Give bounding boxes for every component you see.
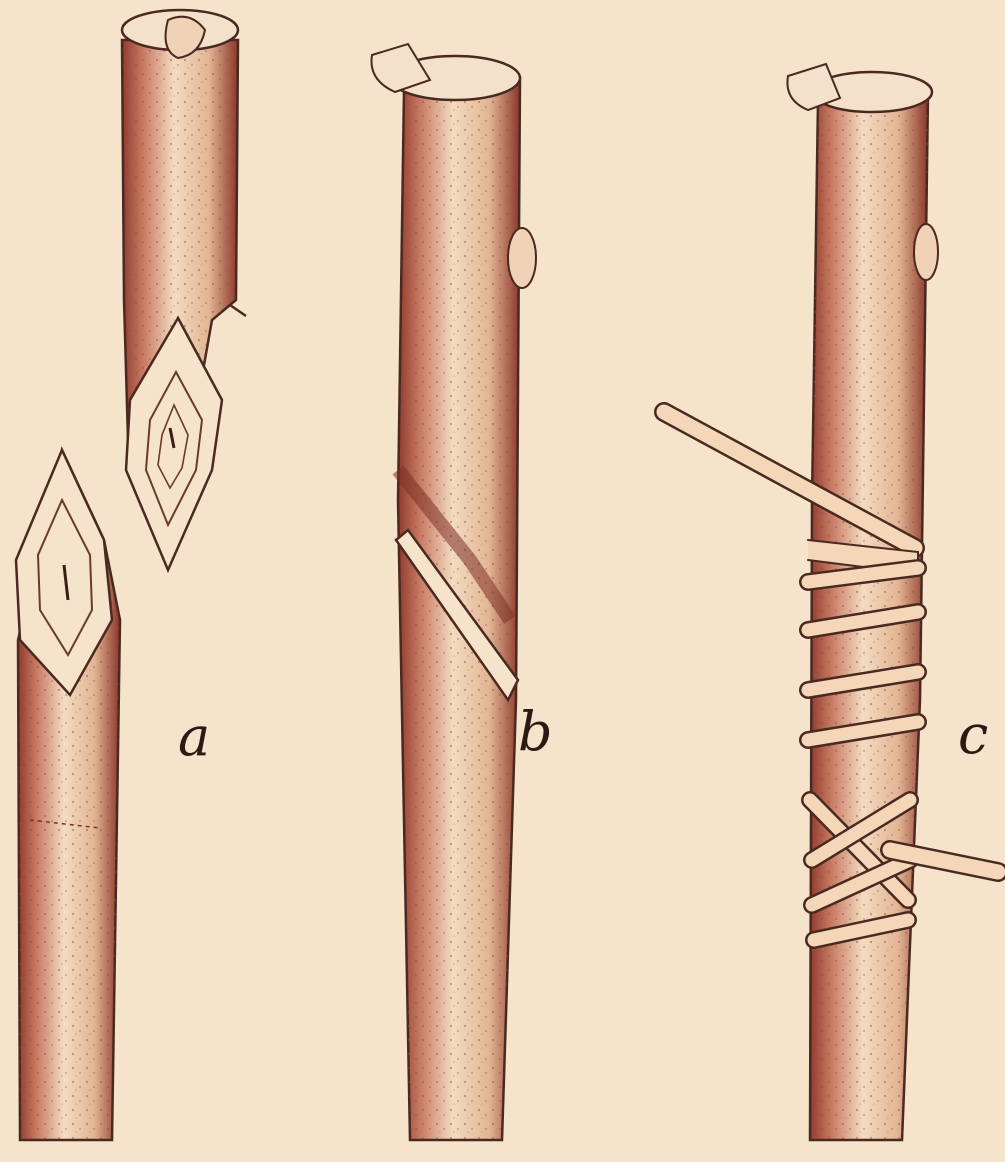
figure-label-b: b bbox=[518, 705, 553, 759]
figure-a-scion bbox=[122, 10, 246, 570]
figure-label-c: c bbox=[958, 708, 988, 762]
figure-label-a: a bbox=[178, 710, 210, 764]
figure-a bbox=[16, 10, 246, 1140]
figure-c bbox=[664, 64, 998, 1140]
figure-b bbox=[371, 44, 536, 1140]
figure-a-stock bbox=[16, 450, 120, 1140]
